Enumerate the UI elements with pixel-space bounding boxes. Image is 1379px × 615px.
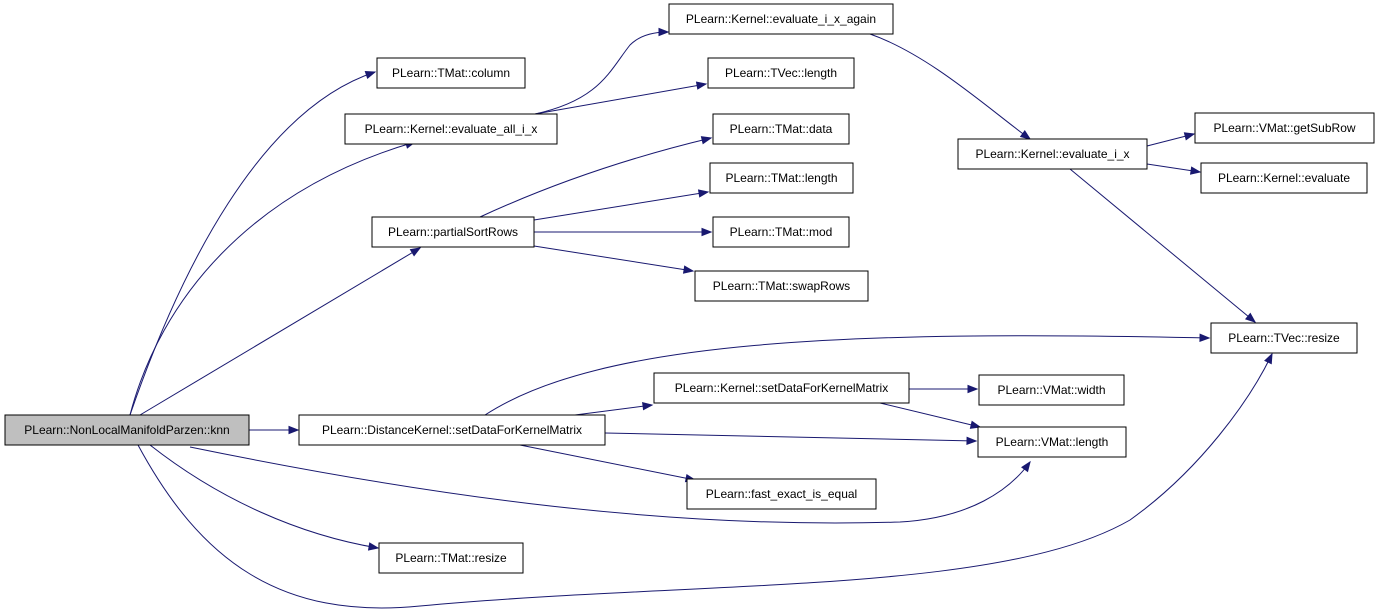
edge-kernel_eval_i_x-to-tvec_resize [1069,168,1257,323]
node-tmat-column[interactable]: PLearn::TMat::column [376,57,526,89]
node-box [653,372,910,404]
node-box [1194,112,1375,144]
edge-partialSortRows-to-tmat_length [533,189,710,221]
node-label: PLearn::TMat::resize [395,551,507,565]
node-fast-exact[interactable]: PLearn::fast_exact_is_equal [686,478,877,510]
edge-knn-to-kernel_eval_all [129,140,417,416]
node-box [686,478,877,510]
edge-kernel_eval_i_x-to-kernel_evaluate [1146,163,1202,175]
node-knn[interactable]: PLearn::NonLocalManifoldParzen::knn [4,414,250,446]
edge-dk_setData-to-tvec_resize [484,333,1211,416]
node-vmat-width[interactable]: PLearn::VMat::width [978,374,1125,406]
edge-kernel_eval_again-to-kernel_eval_i_x [869,33,1032,140]
edge-kernel_eval_i_x-to-vmat_getSubRow [1146,132,1196,147]
node-box [707,57,855,89]
edge-kernel_eval_all-to-tvec_length [534,81,708,115]
node-label: PLearn::NonLocalManifoldParzen::knn [24,423,229,437]
node-box [4,414,250,446]
edge-partialSortRows-to-tmat_swapRows [533,245,695,274]
node-tmat-swapRows[interactable]: PLearn::TMat::swapRows [694,270,869,302]
edge-kernel_setData-to-vmat_length [879,402,982,429]
node-label: PLearn::TVec::length [725,66,837,80]
nodes-layer: PLearn::NonLocalManifoldParzen::knnPLear… [4,3,1375,574]
node-tvec-resize[interactable]: PLearn::TVec::resize [1210,322,1358,354]
node-box [978,374,1125,406]
node-box [694,270,869,302]
node-label: PLearn::Kernel::evaluate [1218,171,1350,185]
node-label: PLearn::Kernel::evaluate_i_x_again [686,12,876,26]
node-label: PLearn::Kernel::evaluate_all_i_x [365,122,538,136]
node-label: PLearn::VMat::width [997,383,1105,397]
edges-layer [129,27,1273,609]
node-label: PLearn::Kernel::evaluate_i_x [975,147,1129,161]
edge-knn-to-tmat_column [129,70,377,416]
node-label: PLearn::DistanceKernel::setDataForKernel… [322,423,582,437]
edge-knn-to-tvec_resize [137,352,1273,609]
node-label: PLearn::TMat::mod [730,225,833,239]
node-vmat-getSubRow[interactable]: PLearn::VMat::getSubRow [1194,112,1375,144]
node-label: PLearn::Kernel::setDataForKernelMatrix [675,381,888,395]
node-partialSortRows[interactable]: PLearn::partialSortRows [371,216,535,248]
node-box [977,426,1127,458]
edge-kernel_setData-to-vmat_width [909,384,979,394]
edge-kernel_eval_all-to-kernel_eval_again [534,27,670,115]
node-box [376,57,526,89]
node-box [344,113,558,145]
node-label: PLearn::VMat::length [996,435,1109,449]
node-tmat-length[interactable]: PLearn::TMat::length [709,162,854,194]
node-box [668,3,894,35]
node-kernel-setData[interactable]: PLearn::Kernel::setDataForKernelMatrix [653,372,910,404]
node-box [1210,322,1358,354]
node-tvec-length[interactable]: PLearn::TVec::length [707,57,855,89]
node-tmat-resize[interactable]: PLearn::TMat::resize [378,542,524,574]
node-tmat-mod[interactable]: PLearn::TMat::mod [712,216,850,248]
node-box [712,113,850,145]
node-box [709,162,854,194]
node-dk-setData[interactable]: PLearn::DistanceKernel::setDataForKernel… [298,414,606,446]
node-label: PLearn::fast_exact_is_equal [706,487,857,501]
node-label: PLearn::TMat::column [392,66,510,80]
edge-dk_setData-to-vmat_length [604,432,978,446]
node-label: PLearn::VMat::getSubRow [1213,121,1355,135]
node-label: PLearn::partialSortRows [388,225,518,239]
node-tmat-data[interactable]: PLearn::TMat::data [712,113,850,145]
edge-knn-to-dk_setData [249,425,300,435]
node-box [298,414,606,446]
node-label: PLearn::TMat::data [730,122,833,136]
node-kernel-eval-i-x[interactable]: PLearn::Kernel::evaluate_i_x [957,138,1148,170]
node-box [1200,162,1368,194]
edge-partialSortRows-to-tmat_mod [534,227,713,237]
node-kernel-eval-again[interactable]: PLearn::Kernel::evaluate_i_x_again [668,3,894,35]
edge-partialSortRows-to-tmat_data [479,136,713,218]
node-box [371,216,535,248]
edge-dk_setData-to-kernel_setData [574,402,654,416]
node-kernel-eval-all[interactable]: PLearn::Kernel::evaluate_all_i_x [344,113,558,145]
node-label: PLearn::TMat::length [725,171,837,185]
node-label: PLearn::TMat::swapRows [713,279,850,293]
edge-knn-to-vmat_length [189,446,1031,524]
node-box [712,216,850,248]
node-box [957,138,1148,170]
edge-knn-to-partialSortRows [139,247,422,416]
node-label: PLearn::TVec::resize [1228,331,1340,345]
node-vmat-length[interactable]: PLearn::VMat::length [977,426,1127,458]
node-box [378,542,524,574]
edge-dk_setData-to-fast_exact [519,444,697,483]
node-kernel-evaluate[interactable]: PLearn::Kernel::evaluate [1200,162,1368,194]
edge-knn-to-tmat_resize [149,444,380,551]
